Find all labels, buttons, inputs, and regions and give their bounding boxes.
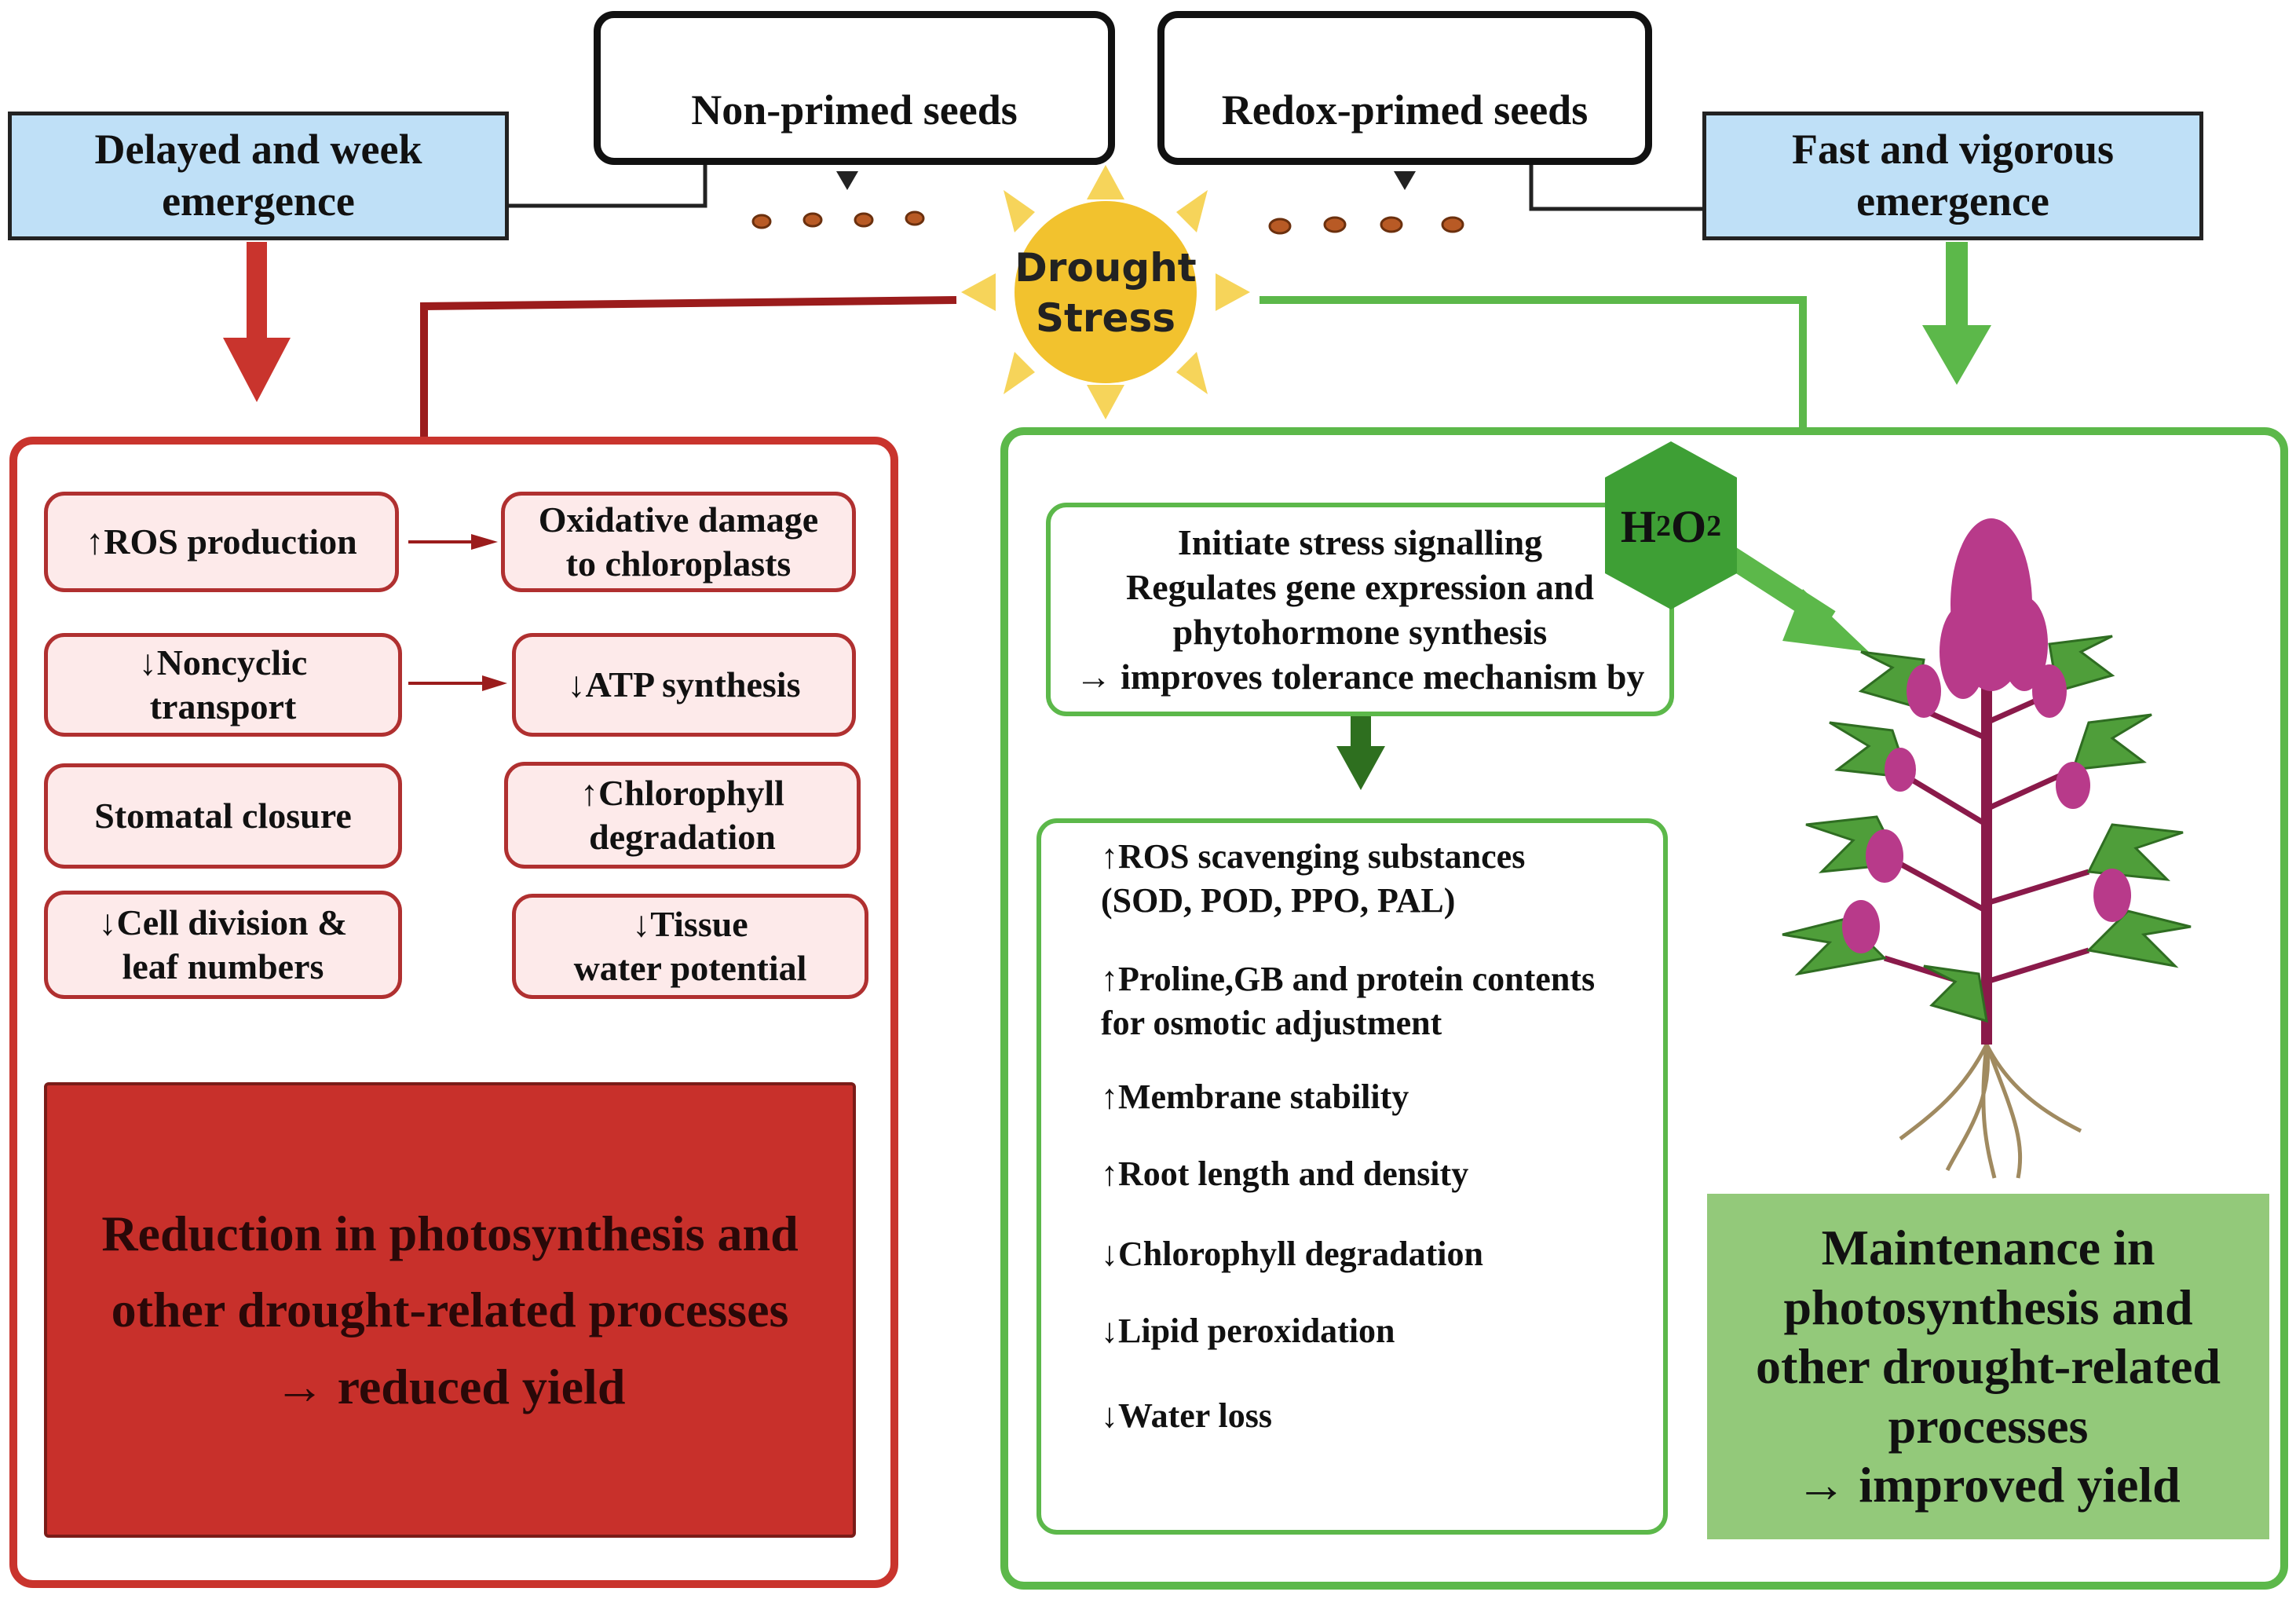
cell-division-box: ↓Cell division & leaf numbers — [44, 891, 402, 999]
drought-stress-line2: Stress — [1035, 295, 1175, 341]
drought-stress-label: Drought Stress — [1015, 234, 1197, 352]
noncyclic-transport-line2: transport — [149, 686, 297, 726]
chlorophyll-degradation-box: ↑Chlorophyll degradation — [504, 762, 861, 869]
atp-synthesis-box: ↓ATP synthesis — [512, 633, 856, 737]
fast-emergence-box: Fast and vigorous emergence — [1702, 112, 2203, 240]
tissue-water-potential-line2: water potential — [573, 948, 807, 988]
h2o2-sub1: 2 — [1656, 510, 1671, 543]
cell-division-line2: leaf numbers — [122, 946, 324, 986]
h2o2-h: H — [1620, 500, 1656, 552]
effect-ros-scavenging: ↑ROS scavenging substances — [1101, 837, 1526, 876]
effect-membrane: ↑Membrane stability — [1101, 1078, 1409, 1116]
stress-signalling-box: Initiate stress signalling Regulates gen… — [1046, 503, 1674, 716]
redox-primed-seeds-box: Redox-primed seeds — [1157, 11, 1652, 165]
tissue-water-potential-line1: ↓Tissue — [632, 903, 748, 944]
down-arrow-left — [836, 171, 858, 190]
green-connector — [1260, 296, 1807, 429]
improved-yield-line2: photosynthesis and — [1783, 1279, 2193, 1335]
non-primed-seeds-box: Non-primed seeds — [594, 11, 1115, 165]
signalling-line1: Initiate stress signalling — [1177, 521, 1543, 562]
down-arrow-right — [1394, 171, 1416, 190]
oxidative-damage-box: Oxidative damage to chloroplasts — [501, 492, 856, 592]
plant-illustration — [1782, 518, 2192, 1179]
h2o2-sub2: 2 — [1706, 510, 1722, 543]
noncyclic-transport-line1: ↓Noncyclic — [138, 642, 308, 682]
redox-primed-seeds-label: Redox-primed seeds — [1221, 86, 1589, 134]
stomatal-closure-label: Stomatal closure — [94, 795, 352, 836]
ros-production-label: ↑ROS production — [86, 521, 357, 562]
red-connector — [420, 296, 957, 437]
tolerance-effects-list: ↑ROS scavenging substances (SOD, POD, PP… — [1101, 836, 1666, 1527]
red-down-arrow — [223, 242, 291, 402]
ros-production-box: ↑ROS production — [44, 492, 399, 592]
reduced-yield-line1: Reduction in photosynthesis and — [101, 1206, 799, 1262]
fast-emergence-line1: Fast and vigorous — [1791, 126, 2115, 174]
effect-lipid: ↓Lipid peroxidation — [1101, 1312, 1395, 1350]
drought-stress-line1: Drought — [1015, 245, 1197, 291]
chlorophyll-degradation-line2: degradation — [589, 817, 776, 857]
delayed-emergence-box: Delayed and week emergence — [8, 112, 509, 240]
oxidative-damage-line2: to chloroplasts — [565, 543, 792, 584]
germinating-seeds-right — [1268, 216, 1464, 235]
improved-yield-box: Maintenance in photosynthesis and other … — [1707, 1194, 2269, 1539]
delayed-emergence-line2: emergence — [162, 177, 355, 225]
green-down-arrow — [1922, 242, 1991, 385]
improved-yield-line5: → improved yield — [1796, 1457, 2181, 1513]
oxidative-damage-line1: Oxidative damage — [538, 499, 819, 540]
effect-enzymes: (SOD, POD, PPO, PAL) — [1101, 881, 1456, 920]
positive-effects-panel — [1000, 427, 2288, 1590]
signalling-line3: phytohormone synthesis — [1172, 612, 1548, 652]
signalling-line4: → improves tolerance mechanism by — [1075, 657, 1645, 697]
non-primed-seeds-label: Non-primed seeds — [691, 86, 1018, 134]
atp-synthesis-label: ↓ATP synthesis — [567, 664, 801, 704]
stomatal-closure-box: Stomatal closure — [44, 763, 402, 869]
improved-yield-line3: other drought-related — [1756, 1338, 2221, 1395]
tolerance-effects-box: ↑ROS scavenging substances (SOD, POD, PP… — [1036, 818, 1668, 1535]
effect-chlorophyll: ↓Chlorophyll degradation — [1101, 1235, 1483, 1273]
effect-proline: ↑Proline,GB and protein contents — [1101, 960, 1596, 998]
sun-rays — [961, 165, 1250, 419]
improved-yield-line1: Maintenance in — [1821, 1220, 2155, 1276]
signalling-line2: Regulates gene expression and — [1126, 566, 1594, 607]
germinating-seeds-left — [751, 210, 925, 229]
noncyclic-transport-box: ↓Noncyclic transport — [44, 633, 402, 737]
tissue-water-potential-box: ↓Tissue water potential — [512, 894, 868, 999]
improved-yield-line4: processes — [1888, 1397, 2089, 1454]
reduced-yield-line3: → reduced yield — [274, 1358, 626, 1414]
effect-root: ↑Root length and density — [1101, 1154, 1469, 1193]
cell-division-line1: ↓Cell division & — [98, 902, 348, 942]
signal-down-arrow — [1336, 713, 1385, 790]
h2o2-hexagon — [1605, 441, 1737, 609]
negative-effects-panel — [9, 437, 898, 1588]
effect-osmotic: for osmotic adjustment — [1101, 1004, 1442, 1042]
connector-nonprimed — [459, 163, 707, 225]
delayed-emergence-line1: Delayed and week — [94, 126, 422, 174]
reduced-yield-box: Reduction in photosynthesis and other dr… — [44, 1082, 856, 1538]
effect-water-loss: ↓Water loss — [1101, 1396, 1272, 1435]
h2o2-o: O — [1671, 500, 1707, 552]
chlorophyll-degradation-line1: ↑Chlorophyll — [580, 772, 784, 813]
reduced-yield-line2: other drought-related processes — [111, 1282, 789, 1338]
sun-disc — [1015, 201, 1197, 383]
h2o2-arrow — [1713, 540, 1869, 652]
fast-emergence-line2: emergence — [1856, 177, 2049, 225]
